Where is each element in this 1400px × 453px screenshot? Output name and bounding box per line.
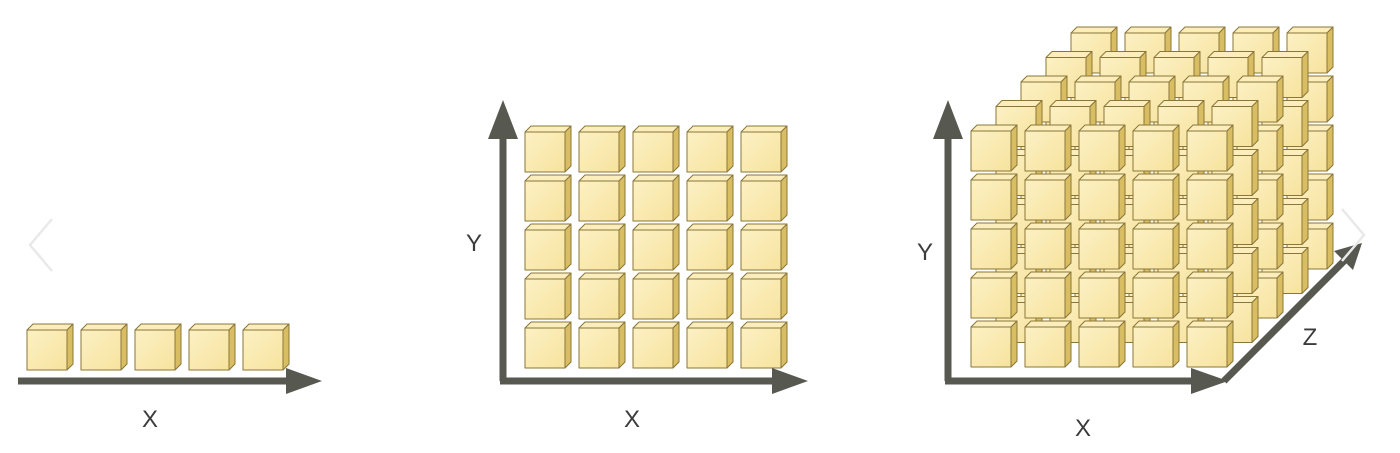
panel-1d: X (18, 323, 322, 433)
x-axis-label: X (142, 406, 158, 433)
cube (524, 223, 572, 271)
cube (1078, 124, 1126, 172)
cube (686, 272, 734, 320)
cube (524, 321, 572, 369)
cube-block-3d (970, 26, 1334, 368)
cube (970, 173, 1018, 221)
y-axis-arrow (933, 100, 963, 381)
cube (740, 174, 788, 222)
y-axis-arrow (488, 100, 518, 381)
cube (1186, 320, 1234, 368)
cube (578, 223, 626, 271)
cube (1132, 222, 1180, 270)
cube-grid-2d (524, 125, 788, 369)
cube (970, 222, 1018, 270)
cube (524, 174, 572, 222)
z-axis-label: Z (1303, 324, 1318, 351)
cube (686, 125, 734, 173)
cube (80, 323, 128, 371)
y-axis-label: Y (917, 239, 933, 266)
cube (1078, 173, 1126, 221)
x-axis-arrow (945, 368, 1228, 394)
cube (1132, 124, 1180, 172)
cube (188, 323, 236, 371)
y-axis-label: Y (466, 230, 482, 257)
cube (970, 320, 1018, 368)
panel-3d: Y X Z (917, 26, 1362, 442)
x-axis-arrow (18, 368, 322, 394)
cube (524, 125, 572, 173)
cube (1078, 271, 1126, 319)
cube (134, 323, 182, 371)
cube (1186, 124, 1234, 172)
cube (740, 272, 788, 320)
cube (970, 124, 1018, 172)
cube (578, 321, 626, 369)
cube (740, 223, 788, 271)
cube (970, 271, 1018, 319)
cube (1024, 124, 1072, 172)
cube (686, 174, 734, 222)
cube (632, 321, 680, 369)
cube (686, 223, 734, 271)
cube (740, 321, 788, 369)
panel-2d: Y X (466, 100, 808, 433)
cube (632, 174, 680, 222)
cube (740, 125, 788, 173)
cube (1078, 320, 1126, 368)
cube (242, 323, 290, 371)
cube (1132, 320, 1180, 368)
cube (1024, 271, 1072, 319)
cube-row-1d (26, 323, 290, 371)
chevron-right-icon[interactable] (1338, 205, 1368, 265)
x-axis-arrow (500, 368, 808, 394)
cube (1024, 173, 1072, 221)
cube (1132, 173, 1180, 221)
x-axis-label: X (624, 406, 640, 433)
cube (578, 272, 626, 320)
cube (578, 174, 626, 222)
cube (1186, 173, 1234, 221)
x-axis-label: X (1075, 415, 1091, 442)
cube (1024, 320, 1072, 368)
z-axis-arrow (1221, 243, 1362, 384)
cube (1186, 271, 1234, 319)
cube (26, 323, 74, 371)
cube (632, 272, 680, 320)
cube (524, 272, 572, 320)
cube (632, 125, 680, 173)
cube (686, 321, 734, 369)
cube (1186, 222, 1234, 270)
cube (578, 125, 626, 173)
cube (1132, 271, 1180, 319)
cube (632, 223, 680, 271)
cube (1024, 222, 1072, 270)
chevron-left-icon[interactable] (26, 215, 56, 275)
cube (1078, 222, 1126, 270)
